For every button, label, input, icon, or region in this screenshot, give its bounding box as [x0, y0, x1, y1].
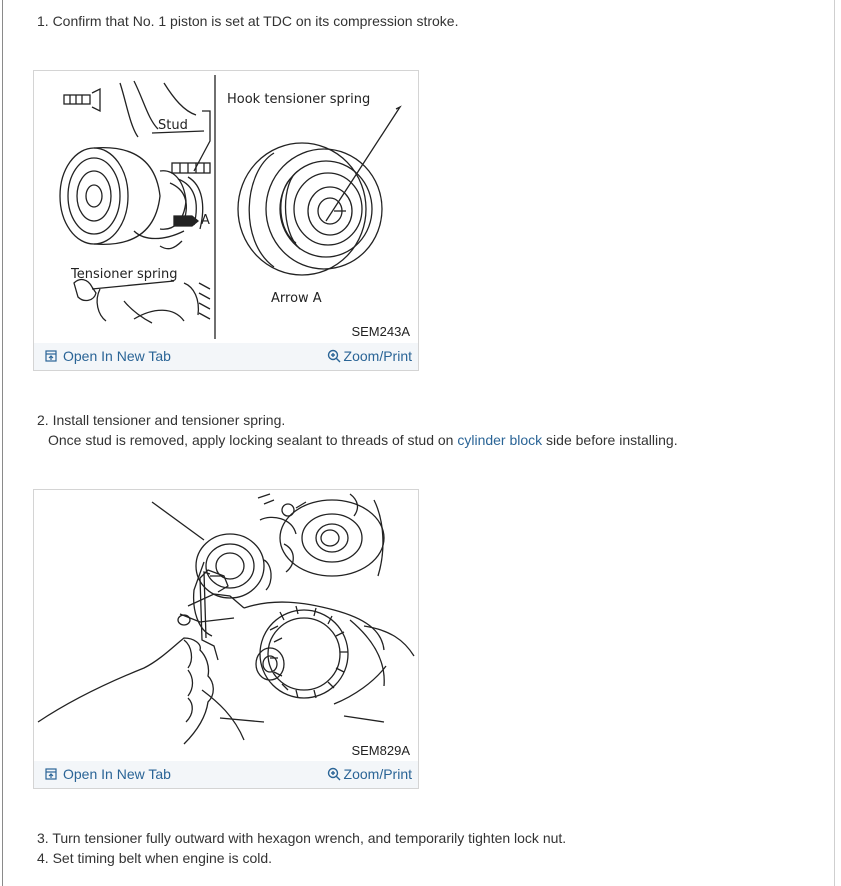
left-border — [2, 0, 3, 886]
zoom-print-label: Zoom/Print — [343, 348, 412, 364]
label-arrow-a: Arrow A — [271, 291, 322, 306]
figure-code: SEM829A — [351, 743, 410, 758]
zoom-icon — [327, 349, 341, 363]
step-2-note-text: Once stud is removed, apply locking seal… — [48, 432, 458, 448]
figure-sem829a: SEM829A Open In New Tab Zoom/Print — [33, 489, 419, 789]
step-2-note: Once stud is removed, apply locking seal… — [48, 431, 678, 449]
right-border — [834, 0, 835, 886]
figure-footer: Open In New Tab Zoom/Print — [34, 343, 418, 370]
new-tab-icon — [45, 350, 57, 362]
zoom-print-label: Zoom/Print — [343, 766, 412, 782]
step-4-text: 4. Set timing belt when engine is cold. — [37, 850, 273, 866]
open-in-new-tab-label: Open In New Tab — [63, 348, 171, 364]
step-2-note-text-end: side before installing. — [542, 432, 678, 448]
open-in-new-tab-link[interactable]: Open In New Tab — [45, 766, 171, 782]
label-hook-tensioner-spring: Hook tensioner spring — [227, 92, 370, 107]
step-3-text: 3. Turn tensioner fully outward with hex… — [37, 830, 567, 846]
label-tensioner-spring: Tensioner spring — [70, 267, 178, 282]
tensioner-diagram-1: Stud A Tensioner spring Hook tensioner s… — [59, 75, 402, 339]
step-2-text: 2. Install tensioner and tensioner sprin… — [37, 412, 286, 428]
open-in-new-tab-label: Open In New Tab — [63, 766, 171, 782]
label-a: A — [201, 213, 210, 228]
figure-footer: Open In New Tab Zoom/Print — [34, 761, 418, 788]
new-tab-icon — [45, 768, 57, 780]
open-in-new-tab-link[interactable]: Open In New Tab — [45, 348, 171, 364]
cylinder-block-link[interactable]: cylinder block — [457, 432, 543, 448]
step-1-text: 1. Confirm that No. 1 piston is set at T… — [37, 13, 459, 29]
label-stud: Stud — [158, 118, 188, 133]
zoom-icon — [327, 767, 341, 781]
tensioner-diagram-2 — [37, 493, 415, 745]
zoom-print-link[interactable]: Zoom/Print — [327, 348, 412, 364]
figure-sem243a: Stud A Tensioner spring Hook tensioner s… — [33, 70, 419, 371]
zoom-print-link[interactable]: Zoom/Print — [327, 766, 412, 782]
figure-code: SEM243A — [351, 324, 410, 339]
